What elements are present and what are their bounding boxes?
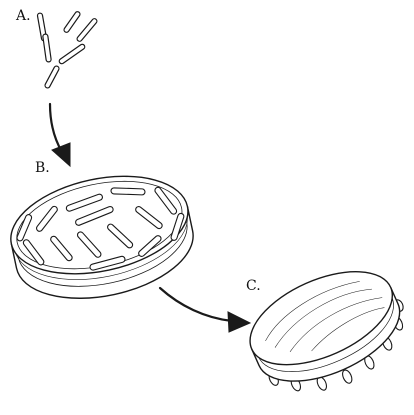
free-cells-group — [37, 11, 98, 89]
attached-cell — [341, 369, 354, 385]
label-b: B. — [35, 160, 50, 176]
rod-cell — [76, 18, 98, 43]
culture-dish-c — [236, 251, 414, 414]
arrow-a-to-b — [50, 104, 70, 166]
label-c: C. — [246, 278, 261, 294]
rod-cell — [44, 65, 60, 89]
culture-dish-b — [2, 161, 202, 313]
rod-cell — [58, 43, 85, 64]
rod-cell — [63, 11, 81, 34]
arrow-b-to-c — [160, 288, 250, 332]
rod-cell — [111, 188, 145, 195]
rod-cell — [43, 34, 52, 62]
label-a: A. — [15, 8, 31, 24]
